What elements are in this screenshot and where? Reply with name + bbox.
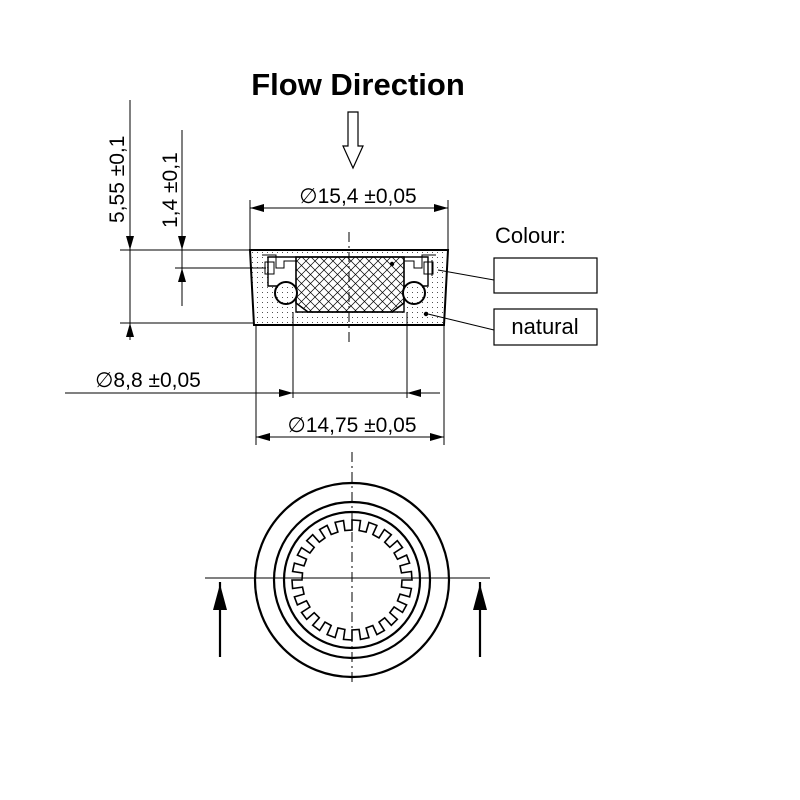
colour-box-2	[493, 308, 598, 346]
height-total-label: 5,55 ±0,1	[106, 136, 129, 223]
top-view	[205, 452, 490, 684]
leader-line-1	[437, 269, 495, 281]
colour-box-1	[493, 257, 598, 294]
flow-direction-arrow-icon	[342, 111, 364, 170]
colour-heading: Colour:	[495, 223, 566, 248]
cross-section-view	[248, 232, 450, 342]
filter-element	[295, 256, 405, 313]
diameter-outer-label: ∅15,4 ±0,05	[299, 185, 416, 208]
colour-value-2: natural	[511, 314, 578, 339]
leader-line-2	[427, 313, 495, 331]
section-view-arrow-icon	[213, 582, 487, 657]
height-step-label: 1,4 ±0,1	[159, 152, 182, 228]
diameter-dimensions	[65, 200, 449, 445]
height-dimensions	[120, 100, 266, 340]
diameter-inner-label: ∅8,8 ±0,05	[95, 369, 201, 392]
diameter-mid-label: ∅14,75 ±0,05	[287, 414, 416, 437]
page-title: Flow Direction	[251, 67, 465, 102]
